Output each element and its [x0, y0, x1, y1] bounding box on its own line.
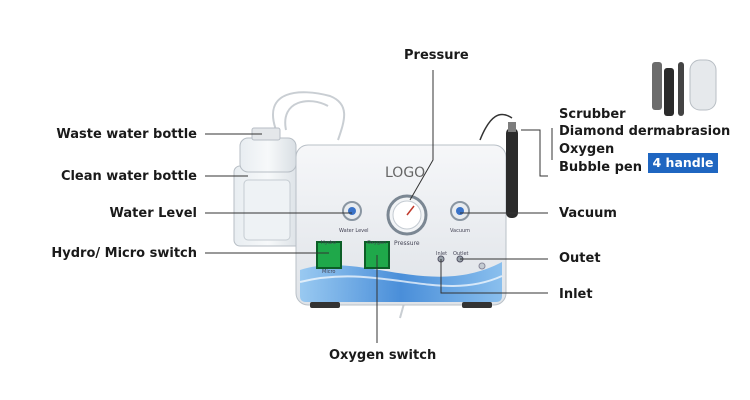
label-oxygen-handle: Oxygen: [559, 142, 615, 157]
label-pressure: Pressure: [404, 48, 469, 63]
vacuum-knob-label: Vacuum: [450, 228, 471, 234]
water-level-knob-label: Water Level: [339, 228, 369, 234]
switch-oxygen-label: Oxygen: [367, 240, 387, 246]
pressure-gauge-icon: [386, 194, 428, 236]
switch-micro-label: Micro: [322, 269, 336, 275]
label-bubble-pen: Bubble pen: [559, 160, 642, 175]
port-inlet-label: Inlet: [436, 251, 448, 257]
port-outlet-label: Outlet: [453, 251, 469, 257]
label-waste-water-bottle: Waste water bottle: [56, 127, 197, 142]
label-clean-water-bottle: Clean water bottle: [60, 169, 197, 184]
label-diamond-dermabrasion: Diamond dermabrasion: [559, 124, 731, 139]
switch-hydro-label: Hydro: [321, 240, 336, 246]
handle-set-icon: [652, 59, 717, 116]
four-handle-badge: 4 handle: [648, 153, 718, 173]
water-bottles-icon: [233, 127, 303, 247]
handle-pen-icon: [479, 113, 518, 218]
label-hydro-micro-switch: Hydro/ Micro switch: [51, 246, 197, 261]
pressure-gauge-label: Pressure: [394, 240, 420, 247]
label-vacuum: Vacuum: [559, 206, 617, 221]
label-oxygen-switch: Oxygen switch: [329, 348, 437, 363]
label-outet: Outet: [559, 251, 601, 266]
label-inlet: Inlet: [559, 287, 593, 302]
water-level-knob-icon: [342, 201, 362, 221]
label-scrubber: Scrubber: [559, 107, 626, 122]
vacuum-knob-icon: [450, 201, 470, 221]
device-logo: LOGO: [385, 165, 426, 181]
label-water-level: Water Level: [109, 206, 197, 221]
